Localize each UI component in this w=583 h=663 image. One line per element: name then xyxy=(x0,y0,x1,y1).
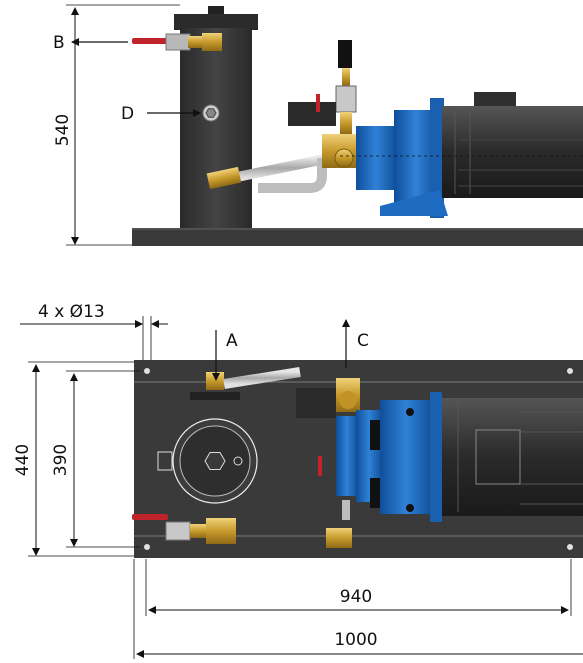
callout-b-label: B xyxy=(53,33,65,53)
mount-hole-bl xyxy=(144,544,150,550)
side-return-pipe xyxy=(231,153,331,183)
side-motor xyxy=(340,92,583,198)
side-pipe-fitting xyxy=(206,166,242,190)
side-pump xyxy=(322,98,448,218)
holes-dimension-label: 4 x Ø13 xyxy=(38,302,105,322)
tank-port-d xyxy=(202,104,220,122)
tank-cap xyxy=(208,6,224,16)
callout-a-label: A xyxy=(226,331,238,351)
tank-top-flange xyxy=(174,14,258,30)
inner-height-label: 390 xyxy=(51,444,71,476)
mount-hole-tr xyxy=(567,368,573,374)
side-view: 540 B D xyxy=(53,4,583,246)
side-base-plate xyxy=(132,228,583,246)
top-return-pipe xyxy=(223,367,301,389)
callout-d-label: D xyxy=(121,104,134,124)
side-suction-pipe xyxy=(258,158,327,193)
outer-height-label: 440 xyxy=(13,444,33,476)
top-motor xyxy=(442,398,583,516)
top-pump xyxy=(336,392,442,522)
outer-width-label: 1000 xyxy=(334,630,377,650)
side-solenoid-valve xyxy=(288,40,357,134)
mount-hole-tl xyxy=(144,368,150,374)
mount-hole-br xyxy=(567,544,573,550)
inner-width-label: 940 xyxy=(340,587,372,607)
valve-b xyxy=(132,33,222,51)
callout-c-label: C xyxy=(357,331,369,351)
top-valve-bottom xyxy=(132,514,352,548)
top-view: 4 x Ø13 440 390 A xyxy=(13,302,583,660)
tank-body xyxy=(180,28,252,228)
height-dimension-label: 540 xyxy=(53,114,73,146)
top-tank xyxy=(157,372,258,504)
